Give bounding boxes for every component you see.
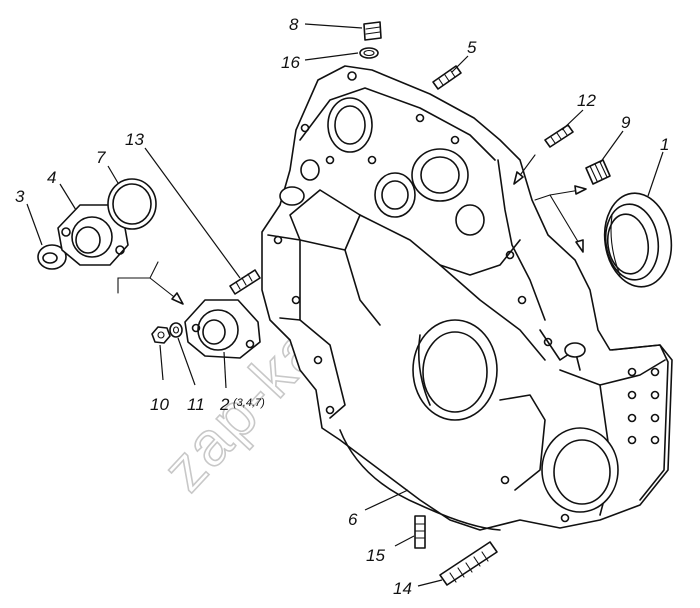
stud-part-12	[544, 124, 574, 148]
pump-bore	[541, 427, 619, 513]
callout-9: 9	[621, 113, 631, 132]
plug-part-9	[585, 159, 611, 185]
assembly-bracket	[117, 261, 159, 294]
nut-part-10	[151, 326, 171, 344]
callout-15: 15	[366, 546, 385, 565]
gear-housing-cover	[261, 65, 673, 531]
callout-7: 7	[96, 148, 106, 167]
callout-12: 12	[577, 91, 596, 110]
cover-part-4	[57, 204, 129, 266]
stud-part-15	[414, 515, 426, 549]
callout-6: 6	[348, 510, 358, 529]
crankshaft-bore	[412, 319, 498, 421]
callout-labels: 8 16 5 12 9 1 13 7 4 3 10 11 2 (3,4,7) 6…	[15, 15, 669, 598]
callout-11: 11	[187, 395, 205, 414]
lock-washer-part-11	[169, 322, 183, 338]
direction-arrows	[513, 154, 587, 253]
callout-8: 8	[289, 15, 299, 34]
screw-part-8	[363, 21, 382, 41]
callout-10: 10	[150, 395, 169, 414]
washer-part-3	[37, 244, 67, 270]
leader-lines	[26, 23, 664, 587]
callout-5: 5	[467, 38, 477, 57]
housing-skirt	[339, 429, 501, 531]
oil-seal-part-1	[603, 192, 673, 288]
stud-part-14	[439, 541, 498, 586]
housing-outline	[261, 65, 673, 531]
callout-1: 1	[660, 135, 669, 154]
callout-16: 16	[281, 53, 300, 72]
callout-2-sub: (3,4,7)	[233, 397, 265, 409]
stud-part-13	[229, 269, 261, 295]
callout-13: 13	[125, 130, 144, 149]
cover-assembly-part-2	[184, 299, 261, 359]
callout-3: 3	[15, 187, 25, 206]
stud-part-5	[432, 65, 462, 90]
callout-2: 2	[219, 395, 230, 414]
callout-4: 4	[47, 168, 56, 187]
callout-14: 14	[393, 579, 412, 598]
gasket-part-7	[107, 178, 157, 230]
washer-part-16	[359, 47, 379, 59]
